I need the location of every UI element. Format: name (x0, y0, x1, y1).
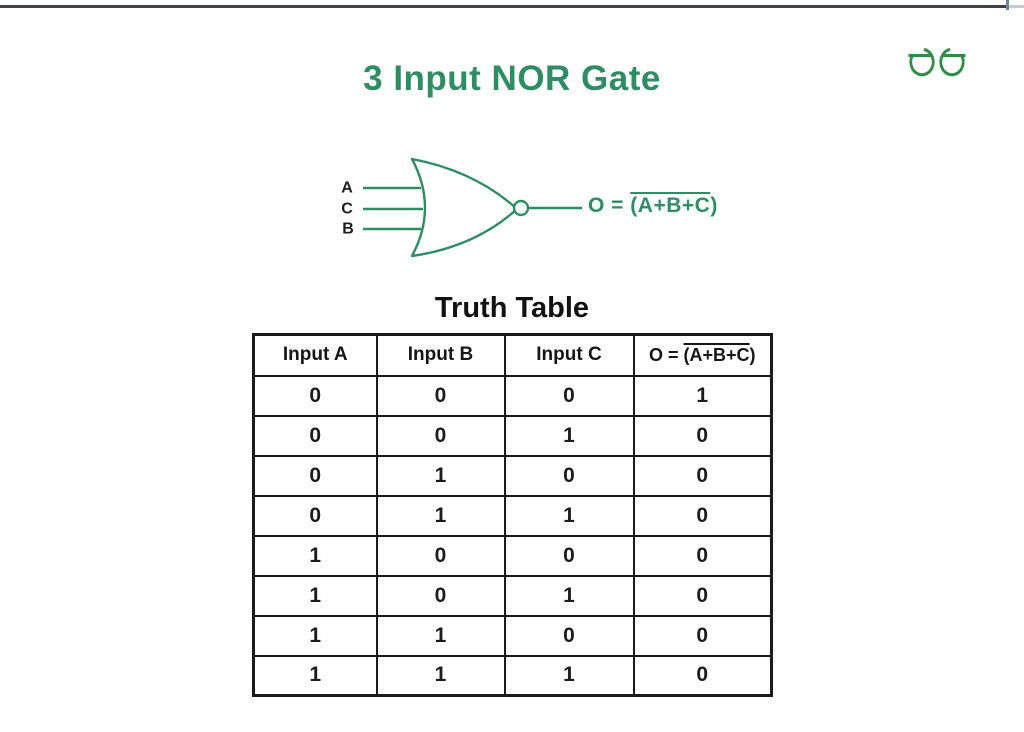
table-cell: 1 (503, 574, 635, 617)
table-cell: 1 (375, 494, 506, 537)
input-label-b: B (342, 221, 354, 238)
table-cell: 1 (252, 574, 378, 617)
nor-gate-diagram: A C B (341, 157, 582, 258)
table-cell: 0 (375, 574, 506, 617)
col-header-input-c: Input C (503, 333, 635, 377)
table-cell: 1 (252, 654, 378, 697)
geeksforgeeks-logo-icon (908, 47, 966, 77)
window-top-border-light (1009, 5, 1024, 8)
table-header-row: Input A Input B Input C O = (A+B+C) (252, 333, 773, 377)
nor-gate-body (410, 157, 519, 258)
table-cell: 0 (632, 454, 773, 497)
output-overlined: (A+B+C (630, 194, 711, 217)
table-cell: 0 (632, 614, 773, 657)
output-col-overlined: (A+B+C (683, 344, 750, 365)
table-cell: 0 (503, 454, 635, 497)
page-title: 3 Input NOR Gate (363, 59, 661, 98)
gate-output-label: O = (A+B+C) (588, 194, 718, 218)
table-cell: 0 (252, 494, 378, 537)
table-cell: 0 (375, 534, 506, 577)
output-prefix: O = (588, 194, 631, 217)
input-label-a: A (341, 180, 353, 197)
table-cell: 0 (252, 374, 378, 417)
logo-left-glyph (908, 47, 935, 77)
table-cell: 0 (503, 374, 635, 417)
table-cell: 0 (632, 654, 773, 697)
output-suffix: ) (710, 194, 718, 217)
output-col-prefix: O = (648, 344, 684, 365)
table-cell: 0 (252, 454, 378, 497)
table-cell: 1 (375, 454, 506, 497)
table-cell: 1 (252, 614, 378, 657)
col-header-input-b: Input B (375, 333, 506, 377)
col-header-output: O = (A+B+C) (632, 333, 773, 377)
table-cell: 0 (503, 534, 635, 577)
table-cell: 0 (632, 534, 773, 577)
logo-right-glyph (939, 47, 966, 77)
table-cell: 1 (375, 614, 506, 657)
window-border-tick (1006, 0, 1009, 10)
table-cell: 0 (375, 374, 506, 417)
table-cell: 0 (503, 614, 635, 657)
output-col-suffix: ) (749, 344, 756, 365)
inverter-bubble (512, 199, 530, 217)
table-cell: 1 (375, 654, 506, 697)
table-cell: 1 (503, 654, 635, 697)
input-label-c: C (341, 201, 353, 218)
table-cell: 0 (632, 414, 773, 457)
col-header-input-a: Input A (252, 333, 378, 377)
table-cell: 0 (375, 414, 506, 457)
table-cell: 1 (503, 494, 635, 537)
table-cell: 1 (252, 534, 378, 577)
table-cell: 0 (632, 574, 773, 617)
table-cell: 1 (632, 374, 773, 417)
table-cell: 0 (252, 414, 378, 457)
table-cell: 1 (503, 414, 635, 457)
truth-table-heading: Truth Table (434, 292, 590, 324)
window-top-border (0, 5, 1007, 8)
table-cell: 0 (632, 494, 773, 537)
